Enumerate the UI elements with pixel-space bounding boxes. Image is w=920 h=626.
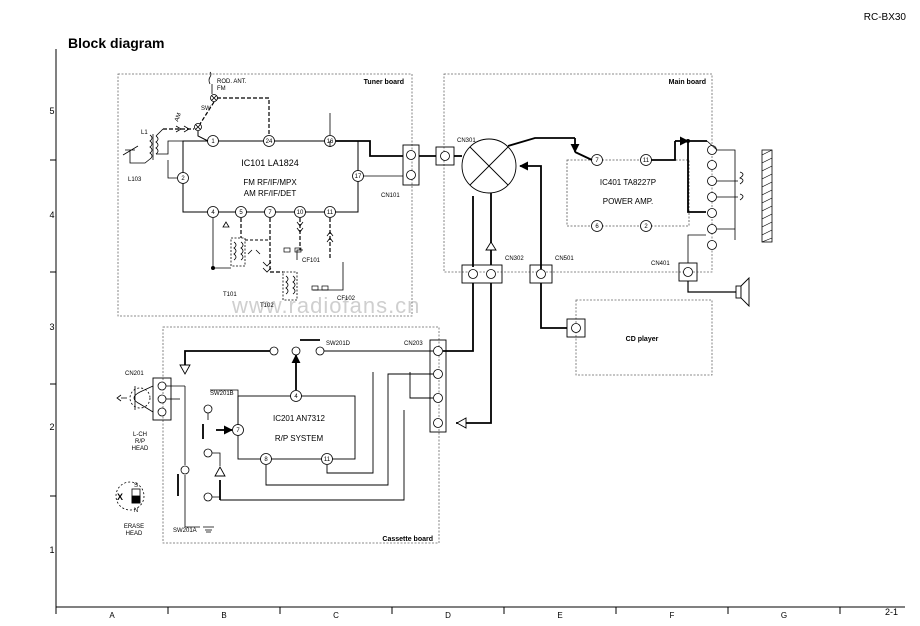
- cd-player-label: CD player: [626, 336, 659, 343]
- ic101-pin: 17: [355, 174, 362, 180]
- sw201d-label: SW201D: [326, 341, 351, 347]
- cn501-label: CN501: [555, 256, 574, 262]
- head-label-2: R/P: [135, 439, 145, 445]
- model-code: RC-BX30: [863, 12, 906, 23]
- cn201-label: CN201: [125, 371, 144, 377]
- cn101-connector: CN101: [381, 144, 420, 199]
- grid-frame: [50, 49, 905, 614]
- row-label: 1: [49, 545, 54, 555]
- ic101-pin: 11: [327, 210, 334, 216]
- ic101-pin: 7: [268, 210, 272, 216]
- cn401-label: CN401: [651, 261, 670, 267]
- erase-n-label: N: [134, 508, 138, 514]
- ic101-function-2: AM RF/IF/DET: [244, 189, 297, 198]
- cassette-board-label: Cassette board: [382, 536, 433, 543]
- head-label-3: HEAD: [132, 446, 149, 452]
- am-label: AM: [174, 112, 183, 123]
- row-label: 5: [49, 106, 54, 116]
- ic101-function-1: FM RF/IF/MPX: [243, 178, 297, 187]
- fm-label: FM: [217, 86, 226, 92]
- erase-label-2: HEAD: [126, 531, 143, 537]
- erase-s-label: S: [134, 483, 138, 489]
- col-label: E: [557, 611, 562, 620]
- output-jacks: [707, 145, 717, 250]
- sw201a-label: SW201A: [173, 528, 197, 534]
- ic401-pin: 2: [644, 224, 648, 230]
- rod-antenna-label: ROD. ANT.: [217, 79, 247, 85]
- playback-head-icon: [116, 385, 154, 413]
- col-label: A: [109, 611, 115, 620]
- ic201-block: [237, 395, 356, 460]
- ic201-name: IC201 AN7312: [273, 414, 326, 423]
- cf101-label: CF101: [302, 258, 321, 264]
- erase-label-1: ERASE: [124, 524, 144, 530]
- cassette-board: Cassette board CN203 SW201D 4 7 8 11: [125, 283, 492, 544]
- ic401-pin: 6: [595, 224, 599, 230]
- cn101-label: CN101: [381, 193, 400, 199]
- main-board-label: Main board: [669, 79, 706, 86]
- l1-coil: [122, 128, 208, 164]
- ic201-pin: 8: [264, 457, 268, 463]
- page-number: 2-1: [884, 607, 898, 617]
- ic101-pin: 2: [181, 176, 185, 182]
- head-label-1: L-CH: [133, 432, 147, 438]
- switch-label: SW: [201, 106, 211, 112]
- ic201-pin: 4: [294, 394, 298, 400]
- ic101-name: IC101 LA1824: [241, 158, 299, 168]
- cn301-label: CN301: [457, 138, 476, 144]
- selector-switch: [461, 138, 517, 194]
- ic201-pin: 11: [324, 457, 331, 463]
- ic201-pin: 7: [236, 428, 240, 434]
- erase-head-icon: [115, 481, 145, 511]
- t101-transformer: [230, 237, 246, 267]
- row-label: 4: [49, 210, 54, 220]
- cd-player-board: CD player: [540, 283, 713, 376]
- ic101-pin: 1: [211, 139, 215, 145]
- t102-label: T102: [260, 303, 274, 309]
- col-label: G: [781, 611, 787, 620]
- ic401-function: POWER AMP.: [603, 197, 654, 206]
- page-title: Block diagram: [68, 35, 165, 51]
- ic201-function: R/P SYSTEM: [275, 434, 324, 443]
- ic101-pin: 24: [266, 139, 273, 145]
- grid-labels: A B C D E F G 5 4 3 2 1: [49, 106, 787, 620]
- ic101-pin: 4: [211, 210, 215, 216]
- ic101-pin: 5: [239, 210, 243, 216]
- l103-label: L103: [128, 177, 142, 183]
- cf102-label: CF102: [337, 296, 356, 302]
- ic401-pin: 11: [643, 158, 650, 164]
- t102-transformer: [282, 271, 298, 301]
- speaker-icon: [735, 276, 750, 308]
- tuner-board-label: Tuner board: [364, 79, 404, 86]
- col-label: B: [221, 611, 226, 620]
- cn302-label: CN302: [505, 256, 524, 262]
- ic401-name: IC401 TA8227P: [600, 178, 656, 187]
- row-label: 3: [49, 322, 54, 332]
- ic401-block: [566, 159, 690, 227]
- tuner-board: Tuner board IC101 LA1824 FM RF/IF/MPX AM…: [117, 71, 413, 317]
- cn203-label: CN203: [404, 341, 423, 347]
- sw201b-label: SW201B: [210, 391, 234, 397]
- ic401-pin: 7: [595, 158, 599, 164]
- main-board: Main board CN301 CN302 CN501: [419, 73, 773, 293]
- l1-label: L1: [141, 130, 148, 136]
- ic101-pin: 10: [297, 210, 304, 216]
- col-label: C: [333, 611, 339, 620]
- ic101-block: [182, 140, 359, 213]
- t101-label: T101: [223, 292, 237, 298]
- row-label: 2: [49, 422, 54, 432]
- col-label: D: [445, 611, 451, 620]
- col-label: F: [670, 611, 675, 620]
- erase-head-mark: X: [117, 492, 123, 502]
- watermark: www.radiofans.cn: [231, 293, 420, 318]
